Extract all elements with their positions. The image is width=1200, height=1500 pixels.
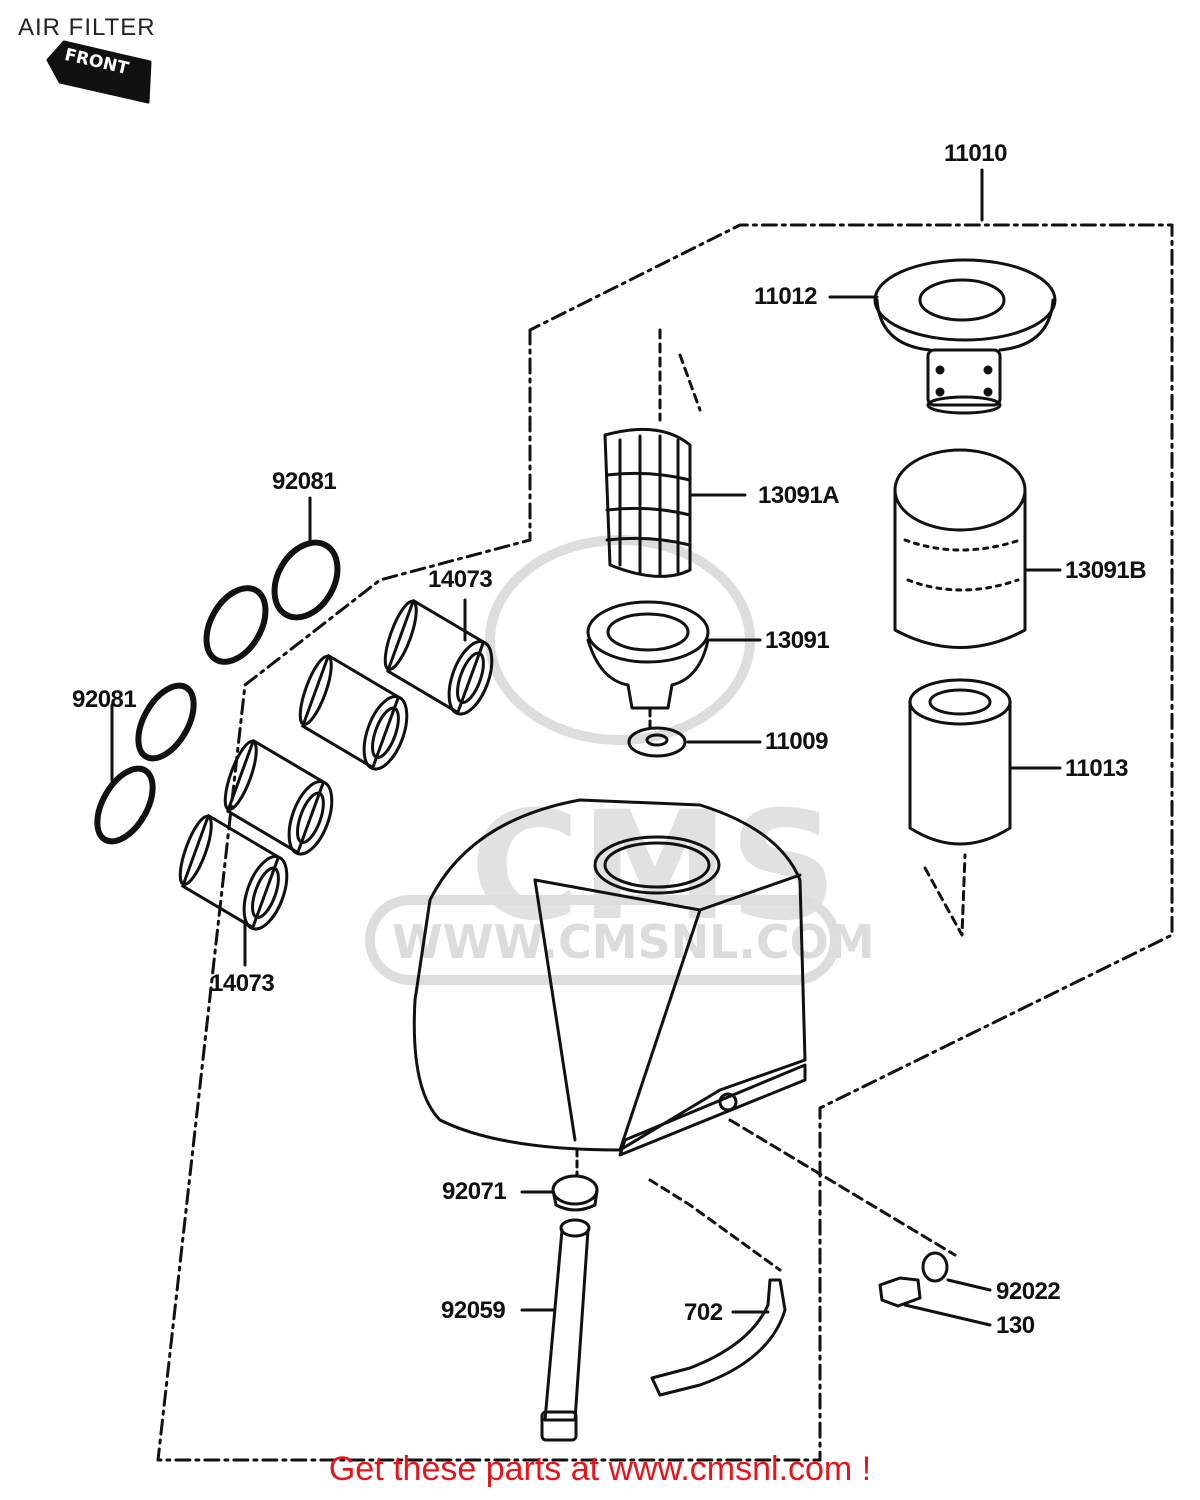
callout-14073-bottom: 14073 — [210, 970, 275, 997]
part-13091 — [586, 600, 710, 710]
callout-13091B: 13091B — [1065, 557, 1147, 584]
part-92081-rings — [94, 539, 341, 845]
assembly-boundary — [156, 223, 1174, 1462]
part-14073-holders — [178, 599, 494, 931]
callout-92081-top: 92081 — [272, 468, 337, 495]
callout-14073-top: 14073 — [428, 566, 493, 593]
diagram-title: AIR FILTER — [18, 14, 156, 41]
part-130 — [878, 1276, 922, 1308]
callout-11010: 11010 — [944, 140, 1007, 167]
callout-92022: 92022 — [996, 1278, 1061, 1305]
callout-11013: 11013 — [1065, 755, 1128, 782]
callout-11009: 11009 — [765, 728, 828, 755]
callout-92081-left: 92081 — [72, 686, 137, 713]
front-tag-icon — [46, 40, 152, 104]
callout-11012: 11012 — [754, 283, 817, 310]
order-link-banner[interactable]: Get these parts at www.cmsnl.com ! — [328, 1450, 872, 1488]
callout-13091A: 13091A — [758, 482, 840, 509]
callout-13091: 13091 — [765, 627, 830, 654]
part-92071 — [551, 1174, 599, 1212]
callout-702: 702 — [684, 1299, 723, 1326]
callout-130: 130 — [996, 1312, 1035, 1339]
part-11013 — [908, 678, 1012, 846]
watermark-logo-text: CMS — [470, 780, 838, 954]
part-13091A — [603, 427, 692, 578]
part-11009 — [627, 726, 687, 758]
callout-92071: 92071 — [442, 1178, 507, 1205]
part-702 — [650, 1278, 787, 1397]
watermark-url: WWW.CMSNL.COM — [392, 915, 875, 969]
part-13091B — [893, 448, 1027, 649]
part-11012 — [873, 258, 1057, 415]
part-air-box-housing — [412, 798, 807, 1157]
part-92059 — [540, 1218, 591, 1442]
part-92022 — [921, 1251, 949, 1283]
callout-92059: 92059 — [441, 1297, 506, 1324]
